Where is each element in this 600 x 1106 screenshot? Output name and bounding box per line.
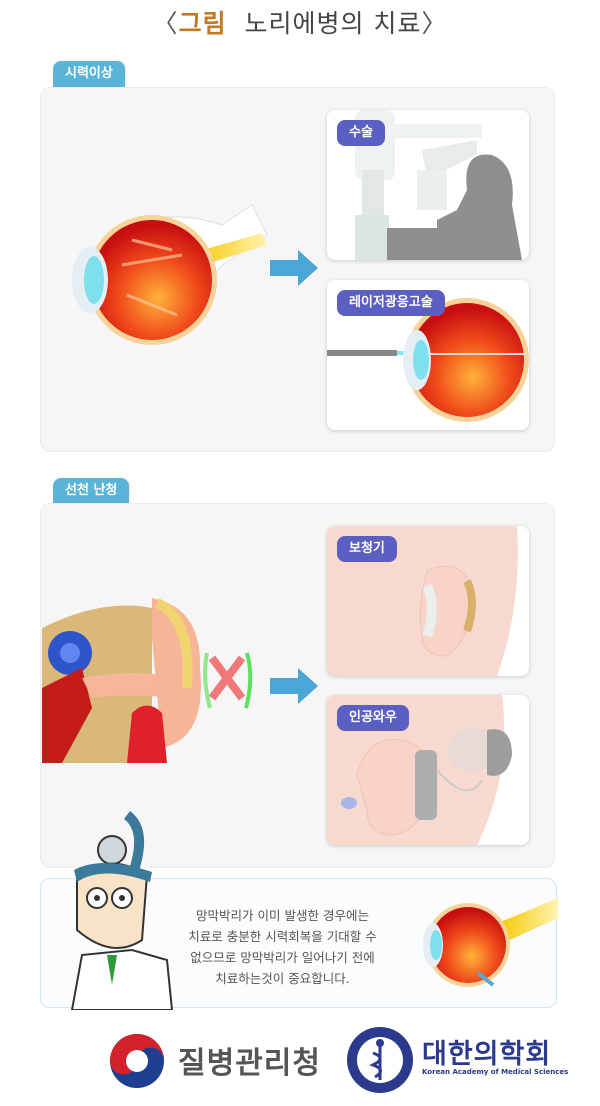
section-tab-hearing: 선천 난청 <box>53 478 130 504</box>
arrow-right-icon <box>270 250 318 286</box>
title-prefix: 그림 <box>178 9 227 38</box>
note-line: 없으므로 망막박리가 일어나기 전에 <box>190 950 375 965</box>
org2-name: 대한의학회 <box>422 1039 552 1070</box>
eye-cross-section-illustration <box>52 195 292 365</box>
section-tab-vision: 시력이상 <box>53 61 125 87</box>
kams-emblem-icon <box>345 1025 415 1095</box>
treatment-label-hearing-aid: 보청기 <box>337 536 397 562</box>
note-line: 치료로 충분한 시력회복을 기대할 수 <box>188 929 377 944</box>
treatment-card-surgery: 수술 <box>327 110 529 260</box>
ear-cross-section-illustration <box>42 598 262 763</box>
treatment-card-laser: 레이저광응고술 <box>327 280 529 430</box>
page-title: 〈그림 노리에병의 치료〉 <box>0 4 600 40</box>
laser-photocoagulation-illustration <box>327 298 529 422</box>
hearing-aid-illustration <box>419 526 529 676</box>
note-text: 망막박리가 이미 발생한 경우에는 치료로 충분한 시력회복을 기대할 수 없으… <box>165 905 400 989</box>
title-bracket-close: 〉 <box>421 9 448 38</box>
treatment-card-hearing-aid: 보청기 <box>327 526 529 676</box>
cochlear-implant-illustration <box>341 695 529 845</box>
kdca-logo-icon <box>108 1032 166 1090</box>
doctor-character-illustration <box>52 810 192 1010</box>
treatment-label-cochlear-implant: 인공와우 <box>337 705 409 731</box>
treatment-card-cochlear-implant: 인공와우 <box>327 695 529 845</box>
note-line: 망막박리가 이미 발생한 경우에는 <box>196 908 369 923</box>
retinal-detachment-illustration <box>418 893 558 993</box>
arrow-right-icon <box>270 668 318 704</box>
title-text: 노리에병의 치료 <box>244 9 422 38</box>
org2-subtitle: Korean Academy of Medical Sciences <box>422 1068 569 1076</box>
note-line: 치료하는것이 중요합니다. <box>215 971 350 986</box>
treatment-label-laser: 레이저광응고술 <box>337 290 445 316</box>
title-bracket-open: 〈 <box>152 9 179 38</box>
org1-name: 질병관리청 <box>178 1046 321 1081</box>
surgical-microscope-illustration <box>355 110 522 260</box>
treatment-label-surgery: 수술 <box>337 120 385 146</box>
